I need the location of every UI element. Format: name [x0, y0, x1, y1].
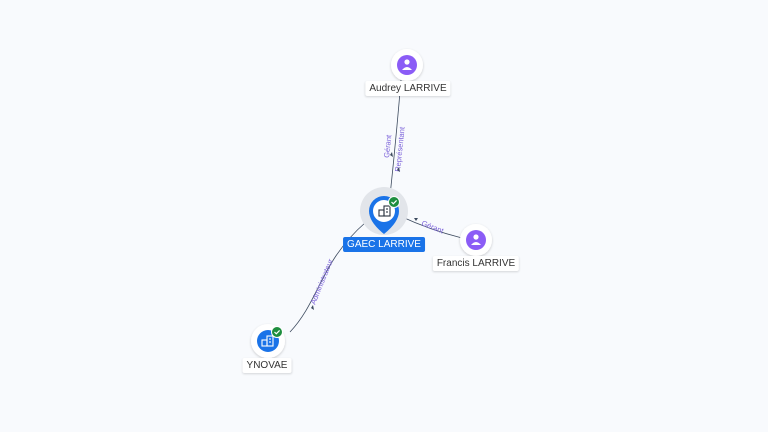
building-icon [261, 335, 274, 347]
node-label-audrey[interactable]: Audrey LARRIVE [365, 81, 451, 96]
node-audrey-larrive[interactable] [391, 49, 423, 81]
edge-label-gerant-audrey: Gérant [382, 134, 393, 159]
node-ynovae[interactable] [251, 324, 285, 358]
person-icon [402, 59, 412, 70]
verified-badge-icon [271, 326, 283, 338]
node-label-gaec[interactable]: GAEC LARRIVE [343, 237, 425, 252]
node-francis-larrive[interactable] [460, 224, 492, 256]
building-icon [378, 205, 391, 217]
node-label-francis[interactable]: Francis LARRIVE [432, 256, 520, 271]
edge-francis-gaec[interactable]: Gérant [399, 215, 463, 239]
edge-audrey-gaec[interactable]: Gérant Représentant [382, 79, 407, 197]
edge-label-gerant-francis: Gérant [420, 219, 445, 236]
node-gaec-larrive[interactable] [360, 187, 408, 235]
verified-badge-icon [388, 196, 400, 208]
edge-label-administrateur: Administrateur [309, 257, 336, 306]
person-icon [471, 234, 481, 245]
node-label-ynovae[interactable]: YNOVAE [242, 358, 292, 373]
edge-label-representant: Représentant [393, 126, 407, 173]
